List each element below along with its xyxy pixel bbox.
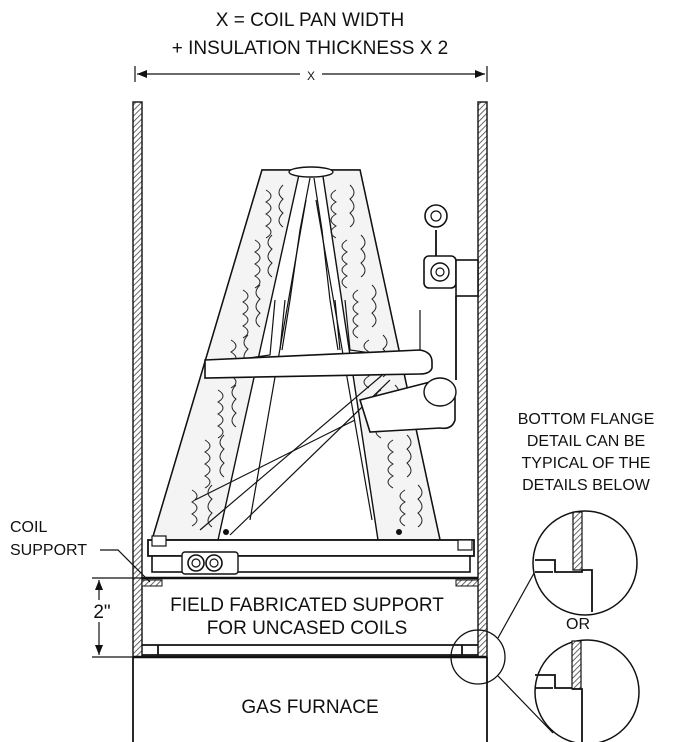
coil-support-rail <box>141 576 479 587</box>
flange-detail-2 <box>534 639 640 742</box>
field-support-label-1: FIELD FABRICATED SUPPORT <box>170 595 444 616</box>
flange-note-line-3: TYPICAL OF THE <box>522 455 651 472</box>
a-coil-illustration <box>147 166 479 575</box>
width-dimension-line <box>134 66 488 82</box>
right-cabinet-wall <box>477 101 488 658</box>
flange-note-line-2: DETAIL CAN BE <box>527 433 645 450</box>
coil-support-label-1: COIL <box>10 519 47 536</box>
flange-callout-circle <box>450 629 506 685</box>
dimension-height-label: 2" <box>93 602 110 623</box>
callout-leader-bottom <box>497 675 554 734</box>
furnace-label: GAS FURNACE <box>241 697 378 718</box>
flange-detail-1 <box>532 510 638 616</box>
title-line-1: X = COIL PAN WIDTH <box>216 10 404 31</box>
gas-furnace-box <box>132 655 488 742</box>
field-support-label-2: FOR UNCASED COILS <box>207 618 408 639</box>
flange-note-line-4: DETAILS BELOW <box>522 477 651 494</box>
or-label: OR <box>566 616 590 633</box>
coil-support-leader <box>100 549 151 583</box>
dimension-x-label: X <box>307 69 315 83</box>
field-support-base <box>142 644 478 656</box>
left-cabinet-wall <box>132 101 143 658</box>
height-dimension-line <box>92 577 142 658</box>
coil-support-label-2: SUPPORT <box>10 542 87 559</box>
flange-note-line-1: BOTTOM FLANGE <box>518 411 655 428</box>
title-line-2: + INSULATION THICKNESS X 2 <box>172 38 448 59</box>
